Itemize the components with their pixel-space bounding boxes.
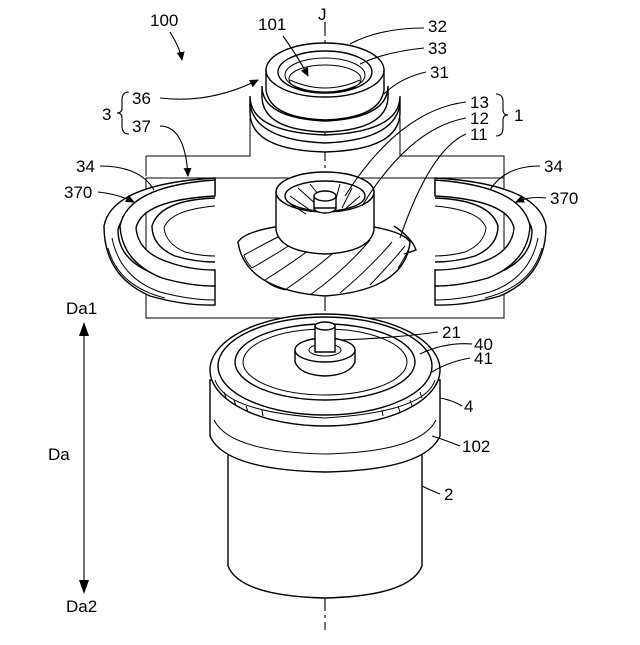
direction-arrow-da [79, 322, 89, 594]
top-cover-part [250, 43, 400, 152]
label-j: J [318, 5, 327, 24]
motor-part [210, 314, 440, 598]
label-da1: Da1 [66, 299, 97, 318]
label-da2: Da2 [66, 597, 97, 616]
label-101: 101 [258, 15, 286, 34]
label-37: 37 [132, 117, 151, 136]
label-31: 31 [430, 63, 449, 82]
brace-1 [496, 94, 508, 136]
brace-3 [117, 92, 129, 134]
label-370-left: 370 [64, 183, 92, 202]
label-1: 1 [514, 106, 523, 125]
right-half-ring [435, 178, 546, 305]
label-33: 33 [428, 39, 447, 58]
label-32: 32 [428, 17, 447, 36]
label-2: 2 [444, 485, 453, 504]
label-102: 102 [462, 437, 490, 456]
label-da: Da [48, 445, 70, 464]
label-4: 4 [464, 397, 473, 416]
label-36: 36 [132, 89, 151, 108]
label-100: 100 [150, 11, 178, 30]
label-3: 3 [102, 105, 111, 124]
label-21: 21 [442, 323, 461, 342]
label-370-right: 370 [550, 189, 578, 208]
label-41: 41 [474, 349, 493, 368]
label-34-right: 34 [544, 157, 563, 176]
impeller-part [238, 172, 416, 296]
label-34-left: 34 [76, 157, 95, 176]
label-11: 11 [470, 125, 488, 144]
